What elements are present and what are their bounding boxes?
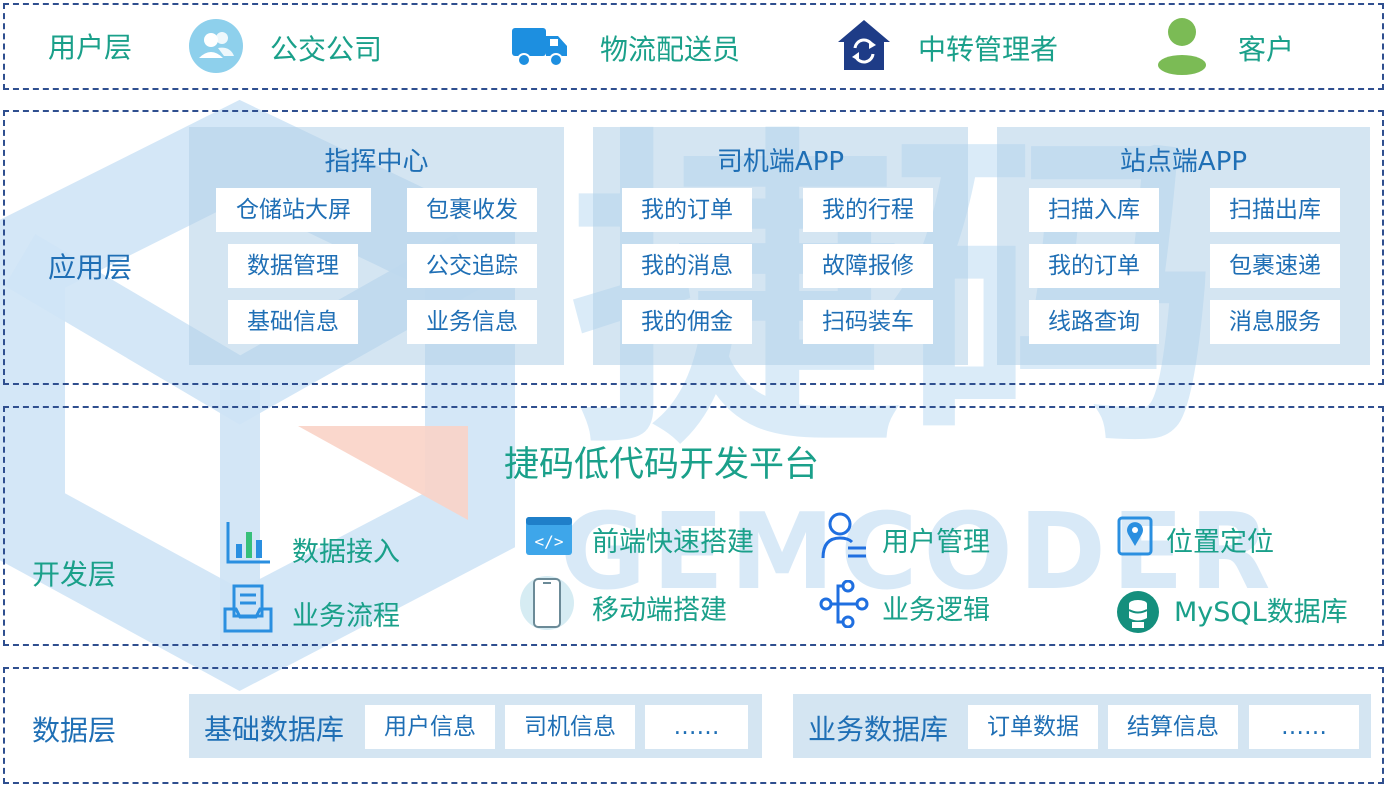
data-group-business: 业务数据库 订单数据 结算信息 …… — [793, 694, 1371, 758]
app-item[interactable]: 基础信息 — [228, 300, 358, 344]
app-item[interactable]: 公交追踪 — [407, 244, 537, 288]
location-pin-icon — [1117, 516, 1153, 556]
app-item[interactable]: 故障报修 — [803, 244, 933, 288]
app-item[interactable]: 我的订单 — [622, 188, 752, 232]
bar-chart-icon — [226, 522, 270, 564]
svg-text:</>: </> — [535, 532, 564, 551]
feature-label: 业务逻辑 — [882, 595, 990, 626]
data-item[interactable]: …… — [645, 705, 748, 749]
data-group-title: 基础数据库 — [204, 713, 345, 746]
app-item[interactable]: 扫描出库 — [1210, 188, 1340, 232]
feature-label: 数据接入 — [292, 537, 400, 568]
user-item-label: 公交公司 — [270, 33, 383, 66]
app-layer-label: 应用层 — [48, 251, 133, 284]
user-manage-icon — [821, 512, 866, 559]
inbox-form-icon — [223, 584, 273, 633]
feature-label: MySQL数据库 — [1174, 597, 1348, 628]
panel-title: 司机端APP — [716, 147, 845, 177]
data-item[interactable]: 结算信息 — [1108, 705, 1238, 749]
feature-label: 用户管理 — [882, 527, 990, 558]
house-transfer-icon — [838, 20, 890, 70]
person-icon — [1158, 18, 1206, 75]
data-layer — [3, 667, 1384, 784]
platform-title: 捷码低代码开发平台 — [504, 445, 820, 485]
panel-driver-app: 司机端APP 我的订单 我的行程 我的消息 故障报修 我的佣金 扫码装车 — [593, 127, 968, 365]
data-group-title: 业务数据库 — [808, 713, 949, 746]
app-item[interactable]: 仓储站大屏 — [216, 188, 371, 232]
feature-label: 位置定位 — [1166, 527, 1274, 558]
app-item[interactable]: 包裹收发 — [407, 188, 537, 232]
dev-layer — [3, 406, 1384, 646]
app-item[interactable]: 消息服务 — [1210, 300, 1340, 344]
user-item-label: 客户 — [1238, 33, 1295, 66]
panel-station-app: 站点端APP 扫描入库 扫描出库 我的订单 包裹速递 线路查询 消息服务 — [997, 127, 1370, 365]
app-item[interactable]: 包裹速递 — [1210, 244, 1340, 288]
data-item[interactable]: 订单数据 — [968, 705, 1098, 749]
app-item[interactable]: 业务信息 — [407, 300, 537, 344]
data-layer-label: 数据层 — [32, 714, 117, 747]
feature-label: 移动端搭建 — [592, 595, 727, 626]
dev-layer-label: 开发层 — [32, 558, 117, 591]
app-layer — [3, 110, 1384, 385]
user-layer — [3, 3, 1384, 90]
data-item[interactable]: 司机信息 — [505, 705, 635, 749]
app-item[interactable]: 扫码装车 — [803, 300, 933, 344]
mobile-phone-icon — [520, 576, 574, 630]
code-window-icon: </> — [526, 517, 572, 555]
app-item[interactable]: 我的消息 — [622, 244, 752, 288]
app-item[interactable]: 我的订单 — [1029, 244, 1159, 288]
user-layer-label: 用户层 — [48, 31, 133, 64]
feature-label: 业务流程 — [292, 601, 400, 632]
data-item[interactable]: …… — [1249, 705, 1359, 749]
feature-label: 前端快速搭建 — [592, 527, 754, 558]
user-item-label: 中转管理者 — [918, 33, 1059, 66]
database-icon — [1117, 591, 1159, 633]
data-item[interactable]: 用户信息 — [365, 705, 495, 749]
panel-title: 站点端APP — [1119, 147, 1248, 177]
app-item[interactable]: 数据管理 — [228, 244, 358, 288]
truck-icon — [512, 28, 567, 67]
panel-title: 指挥中心 — [324, 147, 429, 177]
user-item-label: 物流配送员 — [600, 33, 741, 66]
flow-tree-icon — [819, 580, 869, 628]
app-item[interactable]: 线路查询 — [1029, 300, 1159, 344]
app-item[interactable]: 我的行程 — [803, 188, 933, 232]
users-icon — [189, 19, 243, 73]
panel-command-center: 指挥中心 仓储站大屏 包裹收发 数据管理 公交追踪 基础信息 业务信息 — [189, 127, 564, 365]
app-item[interactable]: 扫描入库 — [1029, 188, 1159, 232]
app-item[interactable]: 我的佣金 — [622, 300, 752, 344]
data-group-basic: 基础数据库 用户信息 司机信息 …… — [189, 694, 762, 758]
